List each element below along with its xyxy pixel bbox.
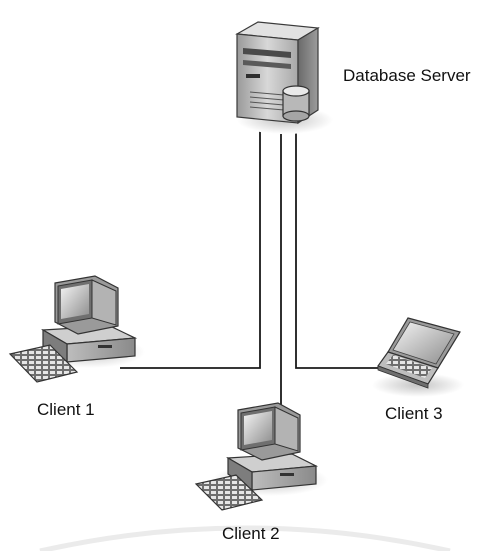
server-tower-with-database-icon[interactable] xyxy=(235,21,333,134)
client3-label: Client 3 xyxy=(385,404,443,423)
client1-label: Client 1 xyxy=(37,400,95,419)
client3-laptop-icon[interactable] xyxy=(372,317,464,397)
connection-server-client1 xyxy=(120,130,261,369)
client2-desktop-computer-icon[interactable] xyxy=(194,402,328,511)
client1-desktop-computer-icon[interactable] xyxy=(8,275,145,383)
server-label: Database Server xyxy=(343,66,471,85)
connection-server-client3 xyxy=(295,120,382,369)
watermark-arc xyxy=(39,525,451,551)
client2-label: Client 2 xyxy=(222,524,280,543)
